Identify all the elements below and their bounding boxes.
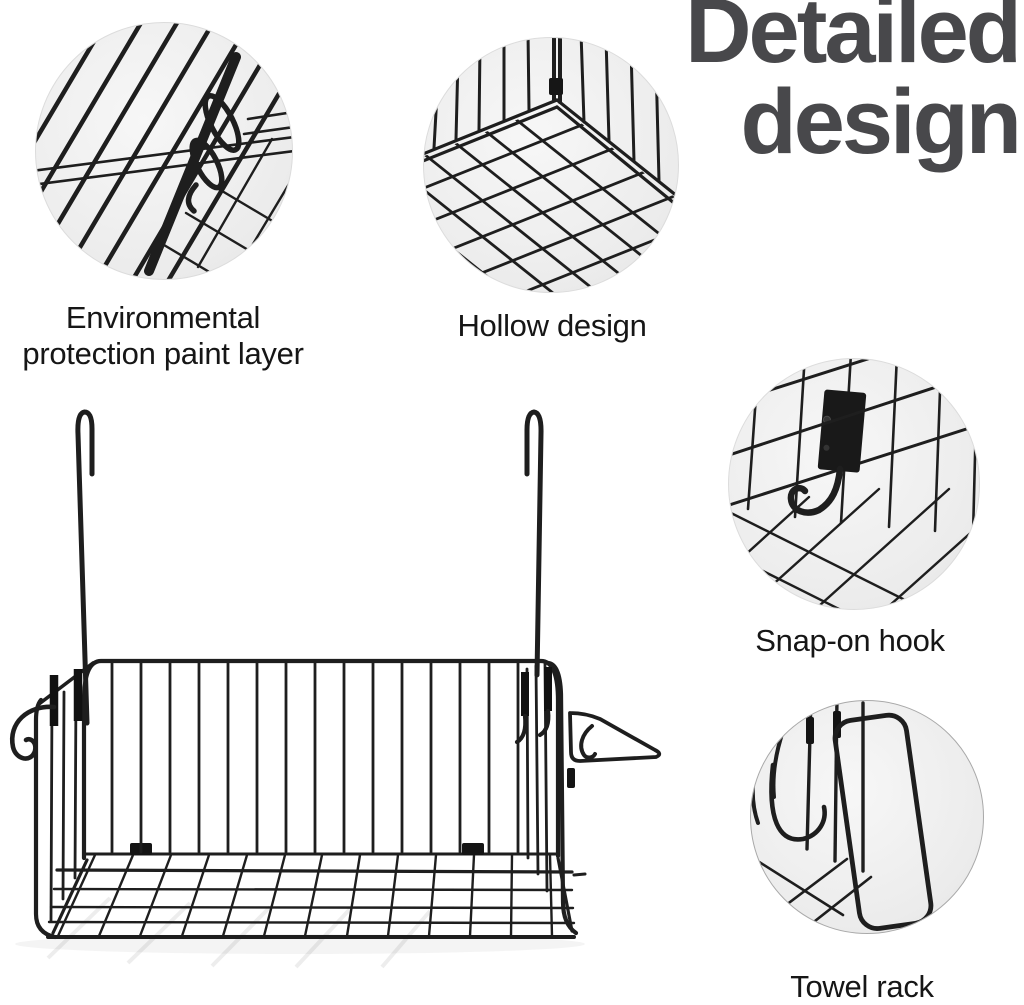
label-line: Environmental: [65, 300, 261, 335]
callout-photo-towel-rack: [750, 700, 984, 934]
callout-label-towel-rack: Towel rack: [712, 969, 1012, 1005]
basket-back-panel: [81, 658, 561, 861]
page-title-line-1: Detailed: [685, 0, 1022, 82]
page-title-line-2: design: [740, 71, 1022, 173]
callout-label-hollow-design: Hollow design: [402, 308, 702, 344]
label-line: Snap-on hook: [755, 623, 945, 658]
snap-on-hook-closeup-image: [729, 359, 979, 609]
callout-photo-snap-on-hook: [728, 358, 980, 610]
basket-right-side: [514, 660, 579, 936]
left-rail-hook: [9, 704, 57, 761]
label-line: Hollow design: [457, 308, 647, 343]
basket-left-side: [9, 661, 95, 940]
callout-photo-paint-layer: [35, 22, 293, 280]
basket-bottom-grid: [47, 853, 576, 938]
right-tall-hook: [524, 409, 544, 678]
product-photo-wire-basket: [9, 409, 662, 969]
towel-rack-closeup-image: [751, 701, 934, 933]
callout-label-paint-layer: Environmental protection paint layer: [13, 300, 313, 372]
hollow-design-closeup-image: [424, 38, 678, 292]
callout-photo-hollow-design: [423, 37, 679, 293]
callout-label-snap-on-hook: Snap-on hook: [700, 623, 1000, 659]
label-line: protection paint layer: [22, 336, 304, 371]
paint-layer-closeup-image: [36, 23, 292, 279]
page-title: Detailed design: [399, 0, 1022, 173]
towel-rack: [567, 711, 662, 788]
left-tall-hook: [75, 409, 95, 726]
label-line: Towel rack: [790, 969, 934, 1004]
